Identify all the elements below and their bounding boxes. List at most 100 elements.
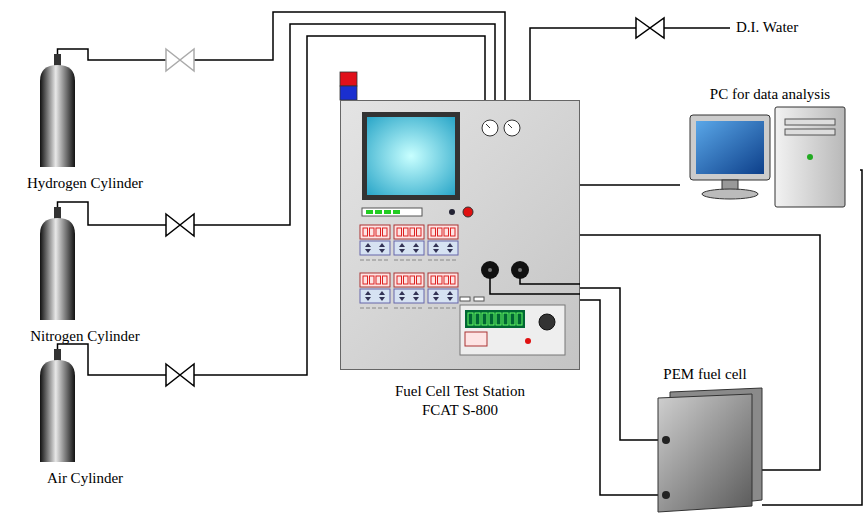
display-segment xyxy=(438,276,443,284)
fuel-cell-node: PEM fuel cell xyxy=(640,365,770,512)
valve-symbol xyxy=(636,18,664,38)
gas-cylinder xyxy=(40,65,75,167)
display-segment xyxy=(410,276,415,284)
panel-rule xyxy=(360,308,390,309)
display-segment xyxy=(410,228,415,236)
drive-bay xyxy=(785,119,835,125)
panel-rule xyxy=(360,260,390,261)
cylinder-pipe xyxy=(58,202,161,225)
node-illustration xyxy=(10,45,160,170)
controller-display xyxy=(428,273,458,287)
node-label: Nitrogen Cylinder xyxy=(10,327,160,346)
supply-line xyxy=(580,184,680,186)
controller-display xyxy=(394,225,424,239)
setpoint-buttons xyxy=(394,241,424,255)
load-readout xyxy=(465,310,525,328)
supply-line xyxy=(160,24,495,225)
gauge-hand xyxy=(508,124,512,128)
setpoint-buttons xyxy=(428,241,458,255)
display-segment xyxy=(444,228,449,236)
controller-display xyxy=(428,225,458,239)
display-segment xyxy=(431,228,436,236)
display-segment xyxy=(383,228,388,236)
display-segment xyxy=(370,276,375,284)
small-readout xyxy=(465,332,487,346)
test-station-node: Fuel Cell Test Station FCAT S-800 xyxy=(340,100,580,420)
knob-dot xyxy=(488,268,492,272)
display-segment xyxy=(503,313,508,325)
display-segment xyxy=(510,313,515,325)
monitor-case xyxy=(690,115,770,180)
node-label: PC for data analysis xyxy=(680,85,860,104)
power-led xyxy=(807,154,813,160)
display-segment xyxy=(363,276,368,284)
display-segment xyxy=(475,313,480,325)
status-bar xyxy=(362,208,422,216)
display-segment xyxy=(376,276,381,284)
display-segment xyxy=(489,313,494,325)
display-segment xyxy=(397,228,402,236)
drive-bay xyxy=(785,129,835,135)
display-segment xyxy=(468,313,473,325)
display-segment xyxy=(496,313,501,325)
pc-node: PC for data analysis xyxy=(680,85,860,217)
arrow-button xyxy=(365,291,385,301)
end-plate xyxy=(658,394,752,512)
valve-symbol xyxy=(166,214,194,236)
node-illustration xyxy=(10,340,160,465)
controller-display xyxy=(360,225,390,239)
monitor-screen xyxy=(696,121,764,174)
display-segment xyxy=(376,228,381,236)
indicator-blue xyxy=(340,86,357,100)
button-blue xyxy=(449,209,455,215)
panel-rule xyxy=(394,308,424,309)
setpoint-buttons xyxy=(394,289,424,303)
supply-label: D.I. Water xyxy=(736,18,798,37)
node-label: Air Cylinder xyxy=(10,469,160,488)
display-segment xyxy=(397,276,402,284)
station-screen xyxy=(367,117,455,195)
button-red xyxy=(525,338,531,344)
load-knob xyxy=(539,314,555,330)
node-label: PEM fuel cell xyxy=(640,365,770,384)
node-label: Fuel Cell Test Station FCAT S-800 xyxy=(378,382,543,420)
supply-line xyxy=(580,288,640,440)
load-wire xyxy=(490,270,580,294)
slot-button xyxy=(460,297,470,301)
node-illustration xyxy=(680,107,860,217)
supply-line xyxy=(770,170,862,505)
valve-symbol xyxy=(166,364,194,386)
display-segment xyxy=(383,276,388,284)
terminal-knob xyxy=(481,261,499,279)
cell-terminal xyxy=(662,436,670,444)
water-line xyxy=(530,28,730,100)
status-led xyxy=(393,210,400,214)
node-label: Hydrogen Cylinder xyxy=(10,174,160,193)
controller-display xyxy=(360,273,390,287)
cylinder-neck xyxy=(54,349,61,361)
display-segment xyxy=(363,228,368,236)
pressure-gauge xyxy=(482,120,498,136)
gas-cylinder xyxy=(40,360,75,462)
slot-button xyxy=(474,297,484,301)
display-segment xyxy=(417,276,422,284)
display-segment xyxy=(517,313,522,325)
display-segment xyxy=(417,228,422,236)
display-segment xyxy=(404,276,409,284)
gauge-hand xyxy=(486,124,490,128)
setpoint-buttons xyxy=(360,289,390,303)
setpoint-buttons xyxy=(360,241,390,255)
terminal-knob xyxy=(511,261,529,279)
load-display xyxy=(460,305,565,355)
gas-cylinder-node: Air Cylinder xyxy=(10,340,160,488)
monitor-base xyxy=(702,189,758,199)
valve-symbol xyxy=(166,49,194,71)
station-panel xyxy=(341,101,580,370)
gas-cylinder-node: Nitrogen Cylinder xyxy=(10,198,160,346)
node-illustration xyxy=(340,100,580,370)
status-led xyxy=(375,210,382,214)
panel-rule xyxy=(428,308,458,309)
controller-display xyxy=(394,273,424,287)
display-segment xyxy=(451,276,456,284)
